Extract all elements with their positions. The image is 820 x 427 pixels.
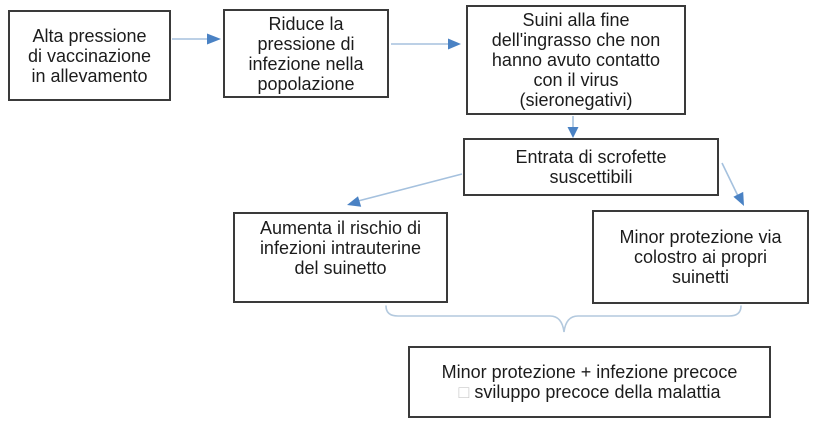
node-text-line: Minor protezione + infezione precoce	[441, 362, 738, 382]
node-text-line: hanno avuto contatto	[491, 50, 661, 70]
arrow-head-right-icon	[207, 33, 221, 45]
node-text-line: Suini alla fine	[522, 10, 630, 30]
node-suini-fine-ingrasso: Suini alla fine dell'ingrasso che non ha…	[466, 5, 686, 115]
node-text-line: in allevamento	[31, 65, 148, 86]
node-rischio-infezioni-intrauterine: Aumenta il rischio di infezioni intraute…	[233, 212, 448, 303]
node-esito-sviluppo-precoce: Minor protezione + infezione precoce □sv…	[408, 346, 771, 418]
node-text-line: Alta pressione	[32, 25, 147, 46]
node-text-line: suinetti	[671, 267, 730, 287]
arrow-head-right-icon	[448, 38, 461, 50]
arrow-head-down-icon	[567, 127, 579, 138]
node-text-line: con il virus	[533, 70, 619, 90]
node-text-line: Riduce la	[268, 13, 344, 34]
arrow-line-4	[357, 173, 463, 202]
node-text-line: del suinetto	[294, 258, 387, 278]
curly-brace	[385, 305, 742, 333]
node-text-line: infezione nella	[248, 53, 364, 74]
arrow-line-5	[721, 162, 739, 197]
node-text-line: dell'ingrasso che non	[491, 30, 661, 50]
node-text-line: □sviluppo precoce della malattia	[458, 382, 720, 402]
node-text-line: pressione di	[257, 33, 355, 54]
node-text-line: Aumenta il rischio di	[259, 218, 422, 238]
node-text-line: suscettibili	[549, 167, 633, 187]
node-text-line: colostro ai propri	[633, 247, 768, 267]
node-entrata-scrofette: Entrata di scrofette suscettibili	[463, 138, 719, 196]
node-text-fragment: sviluppo precoce della malattia	[474, 382, 721, 402]
arrow-head-down-right-icon	[733, 191, 744, 206]
node-text-line: infezioni intrauterine	[259, 238, 422, 258]
node-text-line: (sieronegativi)	[519, 90, 633, 110]
node-text-line: Minor protezione via	[619, 227, 782, 247]
node-text-line: popolazione	[257, 73, 355, 94]
node-text-line: Entrata di scrofette	[515, 147, 667, 167]
node-minor-protezione-colostro: Minor protezione via colostro ai propri …	[592, 210, 809, 304]
node-text-line: di vaccinazione	[27, 45, 152, 66]
node-alta-pressione-vaccinazione: Alta pressione di vaccinazione in alleva…	[8, 10, 171, 101]
arrow-head-down-left-icon	[347, 196, 362, 207]
node-riduce-pressione-infezione: Riduce la pressione di infezione nella p…	[223, 9, 389, 98]
missing-glyph-square: □	[458, 382, 470, 402]
